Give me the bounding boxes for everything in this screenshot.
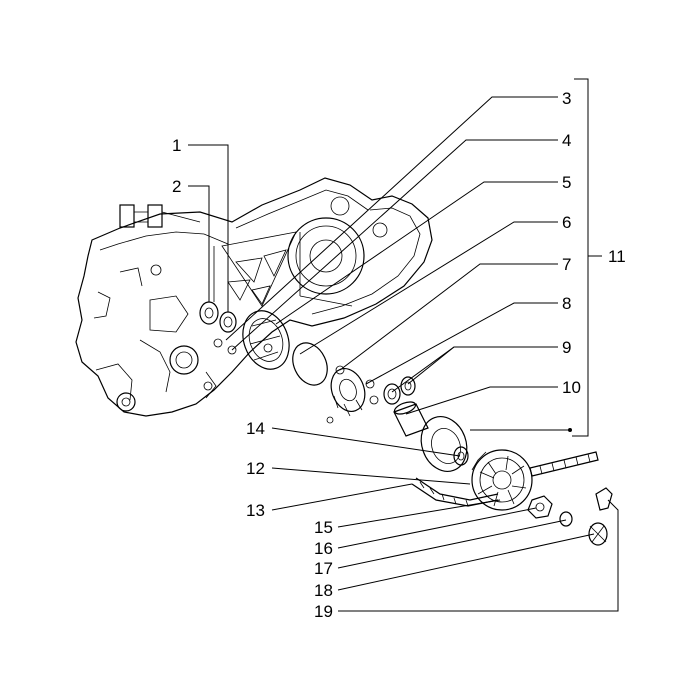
half-pulley-part-14	[420, 416, 469, 472]
callout-12: 12	[246, 459, 265, 478]
callout-18: 18	[314, 581, 333, 600]
callout-15: 15	[314, 518, 333, 537]
callout-labels: 1 2 3 4 5 6 7 8 9 10 11 12 13 14 15 16 1…	[172, 89, 626, 621]
bolt-part	[213, 338, 237, 355]
callout-5: 5	[562, 173, 571, 192]
callout-19: 19	[314, 602, 333, 621]
drive-pulley-part-12	[471, 449, 533, 511]
washer-part-17	[559, 511, 573, 527]
crankcase	[75, 177, 433, 417]
callout-2: 2	[172, 177, 181, 196]
seal-part-1	[219, 311, 237, 333]
callout-11: 11	[608, 247, 626, 266]
callout-13: 13	[246, 501, 265, 520]
callout-7: 7	[562, 255, 571, 274]
gear-part-18	[588, 522, 608, 546]
callout-3: 3	[562, 89, 571, 108]
o-ring-part-5	[292, 342, 328, 386]
callout-17: 17	[314, 559, 333, 578]
callout-1: 1	[172, 136, 181, 155]
nut-part-16	[527, 495, 553, 519]
bushing-part-10	[393, 401, 429, 437]
bearing-part-2	[199, 301, 219, 325]
leader-lines	[188, 78, 619, 612]
callout-16: 16	[314, 539, 333, 558]
callout-4: 4	[562, 131, 571, 150]
callout-10: 10	[562, 378, 581, 397]
callout-8: 8	[562, 294, 571, 313]
callout-9: 9	[562, 338, 571, 357]
gasket-part-19	[595, 487, 613, 511]
cover-part-4	[242, 310, 290, 370]
callout-6: 6	[562, 213, 571, 232]
callout-14: 14	[246, 419, 265, 438]
